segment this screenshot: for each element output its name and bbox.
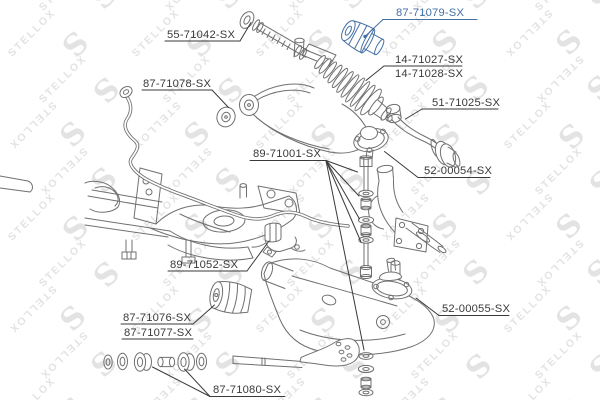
subframe-drawing <box>0 167 301 264</box>
part-number-text: 51-71025-SX <box>432 97 500 109</box>
stabilizer-bar-drawing <box>119 85 350 228</box>
part-label-14-71027-sx[interactable]: 14-71027-SX <box>365 54 463 81</box>
part-number-text: 87-71080-SX <box>213 384 281 396</box>
part-label-52-00054-sx[interactable]: 52-00054-SX <box>384 151 493 178</box>
lower-ball-joint-drawing <box>371 257 413 301</box>
inner-tie-rod-drawing <box>239 11 310 60</box>
part-label-87-71076-sx[interactable]: 87-71076-SX <box>120 304 215 325</box>
strut-rod-drawing <box>232 338 360 368</box>
bolt-washer-stack-drawing <box>357 155 375 397</box>
part-number-text: 52-00055-SX <box>442 303 510 315</box>
part-number-text: 87-71079-SX <box>396 7 464 19</box>
part-number-text: 89-71052-SX <box>170 259 238 271</box>
part-number-text: 87-71078-SX <box>143 78 211 90</box>
part-number-text: 52-00054-SX <box>424 165 492 177</box>
part-label-87-71079-sx[interactable]: 87-71079-SX <box>363 7 478 39</box>
upper-control-arm-drawing <box>216 83 389 161</box>
part-label-55-71042-sx[interactable]: 55-71042-SX <box>164 22 252 42</box>
part-number-text: 14-71028-SX <box>395 68 463 80</box>
part-number-text: 87-71076-SX <box>123 312 191 324</box>
part-label-87-71080-sx[interactable]: 87-71080-SX <box>152 366 286 397</box>
part-label-89-71001-sx[interactable]: 89-71001-SX <box>249 148 365 351</box>
part-label-89-71052-sx[interactable]: 89-71052-SX <box>167 240 270 272</box>
hardware-row-drawing <box>103 352 207 372</box>
part-number-text: 14-71027-SX <box>395 54 463 66</box>
part-number-text: 87-71077-SX <box>124 327 192 339</box>
lower-arm-bushing-drawing <box>209 281 253 314</box>
part-number-text: 55-71042-SX <box>167 29 235 41</box>
idler-arm-drawing <box>385 103 461 168</box>
part-label-52-00055-sx[interactable]: 52-00055-SX <box>415 297 510 316</box>
stabilizer-bushing-small-drawing <box>216 106 236 128</box>
part-label-51-71025-sx[interactable]: 51-71025-SX <box>405 97 501 120</box>
part-label-14-71028-sx[interactable]: 14-71028-SX <box>395 68 463 80</box>
part-number-text: 89-71001-SX <box>253 148 321 160</box>
steering-knuckle-drawing <box>368 164 447 282</box>
highlighted-bushing-drawing[interactable] <box>338 16 388 60</box>
upper-ball-joint-drawing <box>353 126 389 161</box>
part-label-87-71077-sx[interactable]: 87-71077-SX <box>121 327 194 340</box>
part-labels: 87-71079-SX 55-71042-SX 14-71027-SX 14-7… <box>120 7 510 397</box>
steering-boot-drawing <box>293 37 393 122</box>
part-label-87-71078-sx[interactable]: 87-71078-SX <box>141 78 229 108</box>
stabilizer-clamp-drawing <box>251 222 306 258</box>
